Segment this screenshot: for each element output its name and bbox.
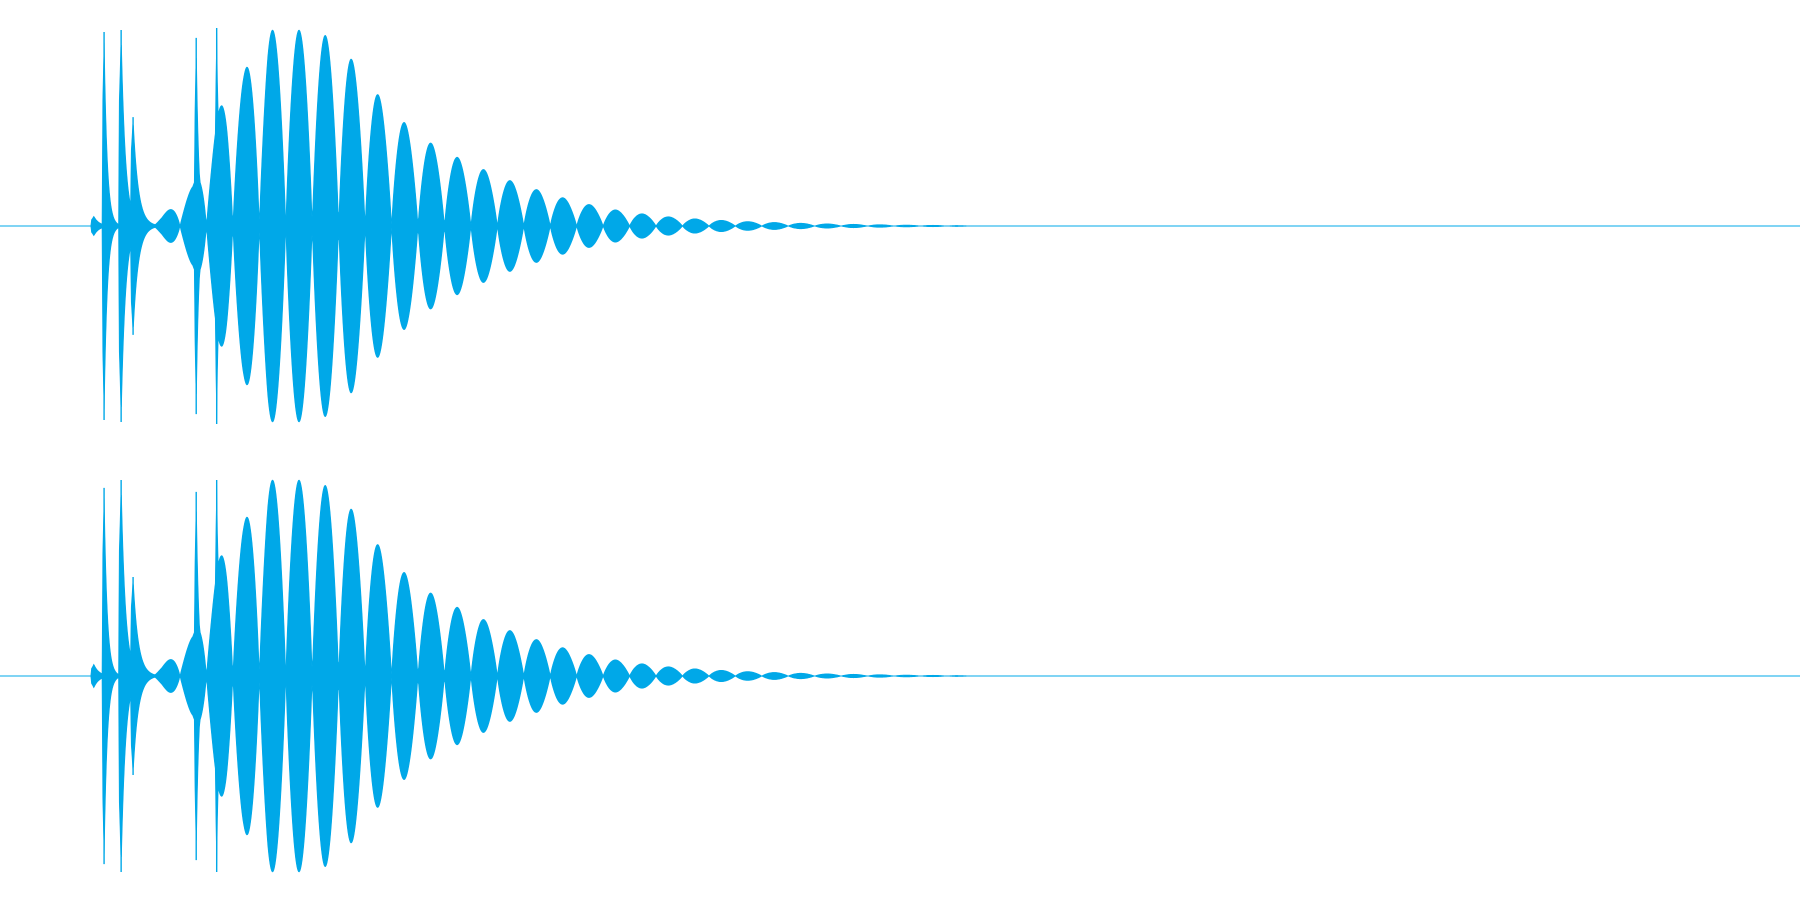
channel-1-waveform — [0, 29, 1800, 423]
channel-2-waveform — [0, 479, 1800, 873]
waveform-channel-2 — [0, 479, 1800, 873]
waveform-channel-1 — [0, 28, 1800, 424]
